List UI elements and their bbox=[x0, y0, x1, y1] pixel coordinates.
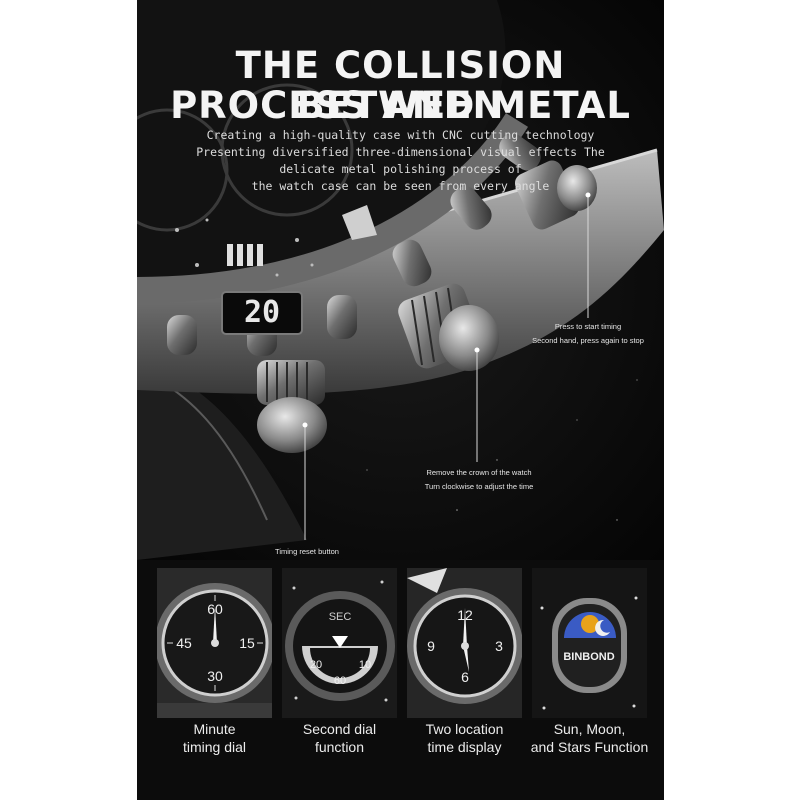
caption-line-2: function bbox=[314, 739, 365, 755]
caption-line-1: Second dial bbox=[302, 721, 377, 737]
feature-caption-second: Second dial function bbox=[272, 720, 407, 756]
callout-crown-line-2: Turn clockwise to adjust the time bbox=[424, 482, 534, 491]
brand-logo: BINBOND bbox=[563, 651, 614, 663]
headline-line-2: PROCESS AND METAL bbox=[170, 84, 631, 127]
feature-card-sun-moon: BINBOND Sun, Moon, and Stars Function bbox=[531, 568, 648, 788]
product-poster: 20 THE COLLISION BETWEEN PROCESS AND MET… bbox=[137, 0, 664, 800]
headline-line-1: THE COLLISION BETWEEN bbox=[235, 44, 566, 127]
dual-time-illustration: 12 3 6 9 bbox=[407, 568, 522, 718]
caption-line-2: and Stars Function bbox=[530, 739, 649, 755]
subtitle-line-4: the watch case can be seen from every an… bbox=[251, 179, 550, 193]
subtitle-line-1: Creating a high-quality case with CNC cu… bbox=[206, 128, 595, 142]
subtitle-line-2: Presenting diversified three-dimensional… bbox=[196, 145, 605, 159]
callout-reset: Timing reset button bbox=[257, 545, 357, 559]
feature-caption-dual-time: Two location time display bbox=[397, 720, 532, 756]
sec-label: SEC bbox=[329, 611, 352, 623]
callout-start-line-2: Second hand, press again to stop bbox=[532, 336, 644, 345]
caption-line-1: Two location bbox=[425, 721, 504, 737]
dial-number-15: 15 bbox=[239, 635, 255, 651]
second-dial-illustration: SEC 20 60 10 bbox=[282, 568, 397, 718]
moon-icon bbox=[595, 619, 610, 636]
feature-cards: 60 15 30 45 Minute timing dial SEC bbox=[137, 568, 664, 800]
sec-number-60: 60 bbox=[334, 675, 346, 687]
sun-moon-illustration: BINBOND bbox=[532, 568, 647, 718]
watch-crown bbox=[398, 283, 499, 371]
sec-number-20: 20 bbox=[310, 659, 322, 671]
callout-crown: Remove the crown of the watch Turn clock… bbox=[399, 466, 559, 494]
feature-caption-minute: Minute timing dial bbox=[147, 720, 282, 756]
sun-icon bbox=[581, 615, 599, 633]
callout-start-line-1: Press to start timing bbox=[554, 322, 622, 331]
minute-dial-illustration: 60 15 30 45 bbox=[157, 568, 272, 718]
dial-number-30: 30 bbox=[207, 668, 223, 684]
callout-crown-line-1: Remove the crown of the watch bbox=[426, 468, 532, 477]
feature-card-minute-dial: 60 15 30 45 Minute timing dial bbox=[157, 568, 272, 788]
dual-number-6: 6 bbox=[461, 669, 469, 685]
caption-line-2: time display bbox=[427, 739, 502, 755]
feature-caption-sun-moon: Sun, Moon, and Stars Function bbox=[522, 720, 657, 756]
feature-card-dual-time: 12 3 6 9 Two location time display bbox=[407, 568, 522, 788]
reset-pusher bbox=[257, 360, 327, 453]
watch-closeup-illustration bbox=[137, 0, 664, 560]
feature-card-second-dial: SEC 20 60 10 Second dial function bbox=[282, 568, 397, 788]
subtitle-line-3: delicate metal polishing process of bbox=[279, 162, 522, 176]
dial-number-45: 45 bbox=[176, 635, 192, 651]
caption-line-1: Sun, Moon, bbox=[553, 721, 626, 737]
date-window-text: 20 bbox=[243, 295, 281, 330]
start-pusher bbox=[514, 160, 597, 230]
dual-number-9: 9 bbox=[427, 638, 435, 654]
dual-number-3: 3 bbox=[495, 638, 503, 654]
caption-line-1: Minute bbox=[193, 721, 236, 737]
callout-reset-line-1: Timing reset button bbox=[275, 547, 339, 556]
caption-line-2: timing dial bbox=[182, 739, 247, 755]
callout-start-timing: Press to start timing Second hand, press… bbox=[513, 320, 663, 348]
sec-number-10: 10 bbox=[359, 659, 371, 671]
